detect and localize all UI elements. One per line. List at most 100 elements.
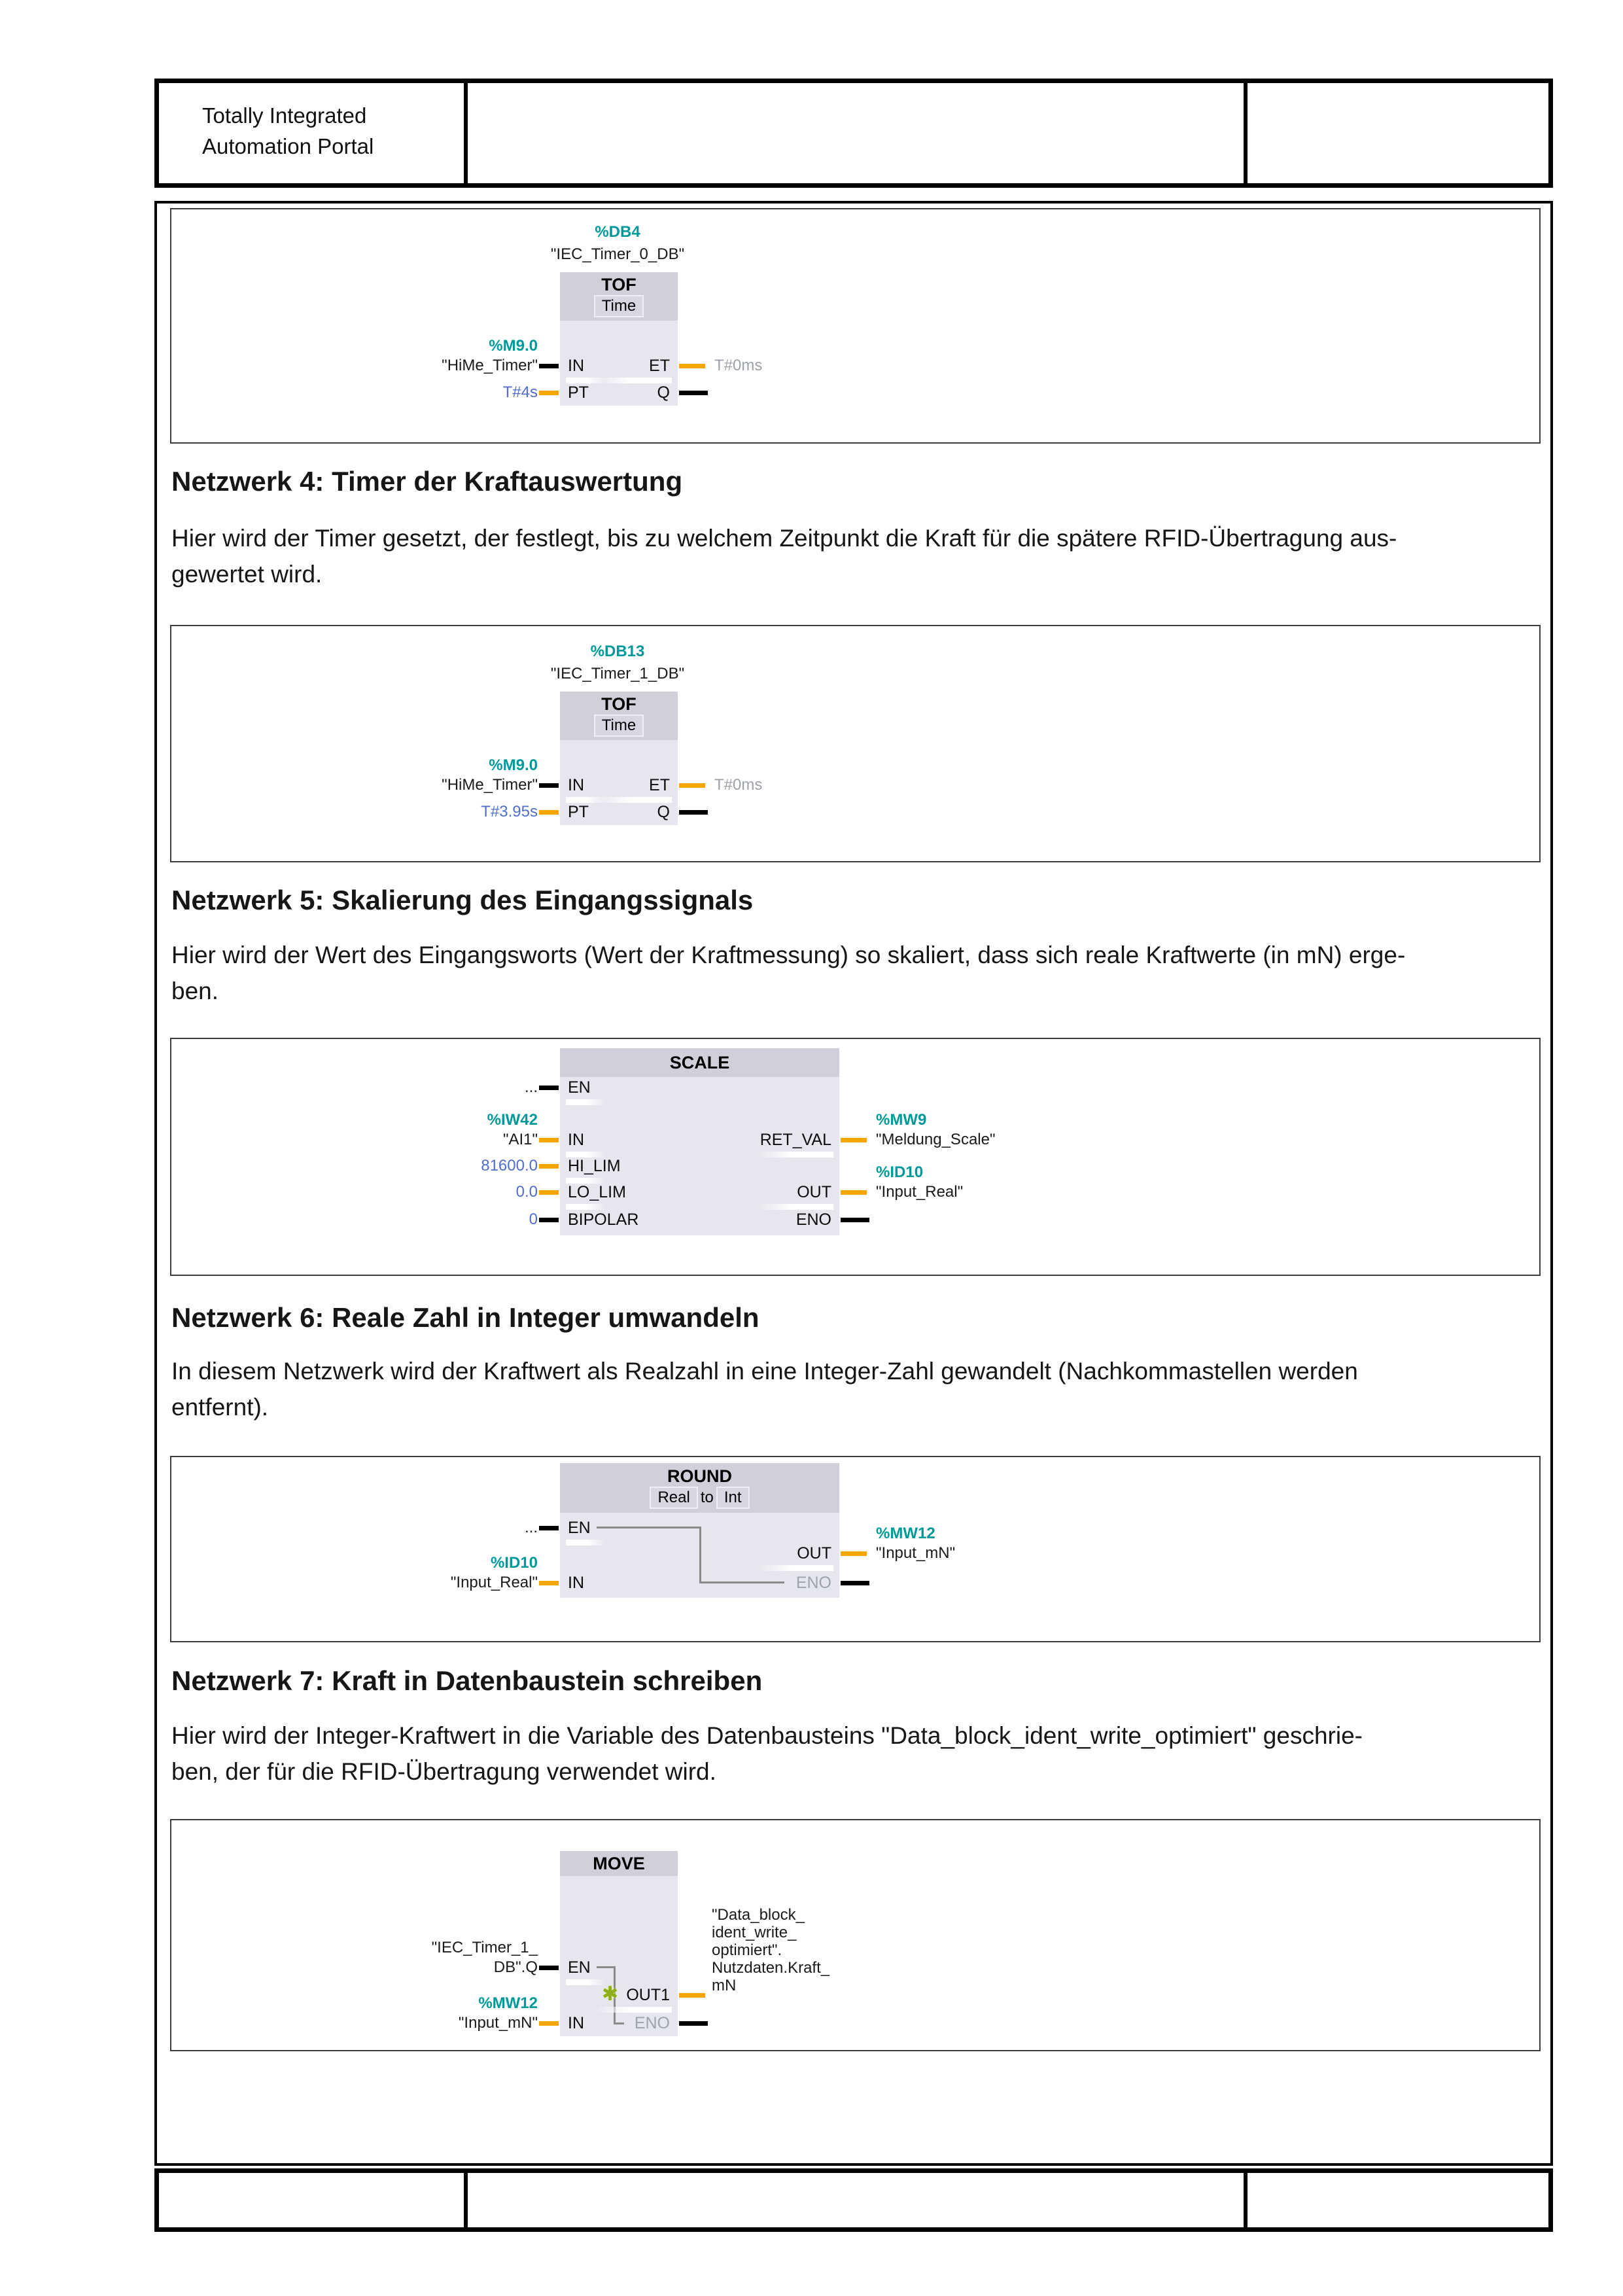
- connector-in: [539, 2021, 559, 2026]
- connector-q: [679, 810, 708, 815]
- network-4-description-line1: Hier wird der Timer gesetzt, der festleg…: [171, 525, 1397, 552]
- pin-en: EN: [566, 1078, 605, 1105]
- operand-in-name: "Input_Real": [450, 1574, 538, 1591]
- instance-name: "IEC_Timer_1_DB": [550, 665, 685, 682]
- operand-out-address: %ID10: [876, 1163, 924, 1181]
- connector-en: [539, 1526, 559, 1530]
- connector-out: [841, 1190, 867, 1195]
- pin-ret-val: RET_VAL: [758, 1131, 834, 1157]
- block-data-type: Time: [593, 715, 644, 737]
- network-6-description-line1: In diesem Netzwerk wird der Kraftwert al…: [171, 1358, 1358, 1385]
- pin-lo-lim: LO_LIM: [566, 1183, 626, 1210]
- operand-in-address: %ID10: [490, 1554, 538, 1572]
- connector-eno: [841, 1218, 869, 1222]
- operand-out-name: "Input_Real": [876, 1183, 964, 1201]
- connector-en: [539, 1966, 559, 1970]
- db-address: %DB4: [595, 223, 640, 241]
- operand-in-address: %MW12: [478, 1994, 538, 2012]
- block-data-type: Time: [593, 295, 644, 317]
- connector-in: [539, 364, 559, 368]
- connector-in: [539, 783, 559, 788]
- fbd-block-move: MOVE EN IN OUT1 ENO ✱: [560, 1851, 678, 2036]
- connector-lo-lim: [539, 1190, 559, 1195]
- fbd-block-tof: TOF Time IN PT ET Q: [560, 692, 678, 825]
- logo-line-2: Automation Portal: [202, 134, 374, 158]
- en-eno-route-line-end: [699, 1581, 784, 1583]
- connector-en: [539, 1086, 559, 1090]
- pin-pt: PT: [568, 803, 589, 821]
- operand-out-line2: ident_write_: [712, 1924, 797, 1941]
- pin-in: IN: [568, 1574, 584, 1592]
- network-5-description: Hier wird der Wert des Eingangsworts (We…: [171, 937, 1405, 1009]
- operand-ret-name: "Meldung_Scale": [876, 1131, 996, 1148]
- fbd-block-scale: SCALE EN IN HI_LIM LO_LIM BIPOLAR RET_VA…: [560, 1048, 839, 1235]
- network-6-description: In diesem Netzwerk wird der Kraftwert al…: [171, 1353, 1358, 1425]
- insert-output-icon: ✱: [602, 1983, 619, 2005]
- block-title: SCALE: [669, 1053, 730, 1072]
- operand-en-value: ...: [524, 1078, 538, 1096]
- block-type-to: Int: [716, 1487, 750, 1509]
- pin-pt: PT: [568, 383, 589, 402]
- pin-eno: ENO: [795, 1574, 831, 1592]
- pin-q: Q: [657, 383, 670, 402]
- operand-et-value: T#0ms: [714, 776, 763, 794]
- connector-hi-lim: [539, 1164, 559, 1169]
- connector-et: [679, 364, 705, 368]
- operand-in-name: "HiMe_Timer": [442, 776, 538, 794]
- pin-in: IN: [566, 1131, 605, 1157]
- operand-out-line1: "Data_block_: [712, 1906, 805, 1924]
- operand-in-address: %M9.0: [489, 756, 538, 774]
- block-type-from: Real: [650, 1487, 698, 1509]
- pin-in: IN: [566, 357, 605, 383]
- pin-eno: ENO: [795, 1210, 831, 1229]
- operand-in-address: %M9.0: [489, 337, 538, 355]
- network-7-heading: Netzwerk 7: Kraft in Datenbaustein schre…: [171, 1665, 763, 1696]
- connector-q: [679, 391, 708, 395]
- connector-et: [679, 783, 705, 788]
- pin-in: IN: [566, 776, 605, 803]
- network-5-description-line2: ben.: [171, 978, 219, 1004]
- footer-cell-middle: [468, 2173, 1248, 2227]
- footer-cell-right: [1248, 2173, 1548, 2227]
- operand-out-line4: Nutzdaten.Kraft_: [712, 1959, 830, 1977]
- header-cell-right: [1248, 83, 1548, 183]
- operand-bipolar: 0: [529, 1210, 538, 1228]
- network-6-heading: Netzwerk 6: Reale Zahl in Integer umwand…: [171, 1302, 759, 1333]
- operand-lo-lim: 0.0: [515, 1183, 538, 1201]
- operand-en-line2: DB".Q: [493, 1958, 538, 1976]
- operand-pt-value: T#4s: [502, 383, 538, 401]
- pin-q: Q: [657, 803, 670, 821]
- pin-in: IN: [568, 2014, 584, 2032]
- connector-out: [841, 1551, 867, 1556]
- pin-en: EN: [566, 1958, 605, 1985]
- tia-portal-logo-text: Totally Integrated Automation Portal: [159, 83, 464, 162]
- connector-in: [539, 1138, 559, 1142]
- operand-in-name: "Input_mN": [458, 2014, 538, 2032]
- network-box-move: MOVE EN IN OUT1 ENO ✱ "IEC_Timer_1_ DB".…: [170, 1819, 1541, 2051]
- footer-cell-left: [159, 2173, 468, 2227]
- connector-pt: [539, 810, 559, 815]
- pin-out: OUT: [758, 1544, 833, 1571]
- network-box-tof-db13: %DB13 "IEC_Timer_1_DB" TOF Time IN PT ET…: [170, 625, 1541, 862]
- fbd-block-header: TOF Time: [560, 272, 678, 321]
- network-5-heading: Netzwerk 5: Skalierung des Eingangssigna…: [171, 885, 754, 915]
- operand-en-line1: "IEC_Timer_1_: [431, 1939, 538, 1956]
- pin-eno: ENO: [634, 2014, 670, 2032]
- block-title: TOF: [601, 694, 637, 714]
- block-title: ROUND: [667, 1466, 732, 1486]
- network-7-description-line1: Hier wird der Integer-Kraftwert in die V…: [171, 1722, 1363, 1749]
- instance-name: "IEC_Timer_0_DB": [550, 245, 685, 263]
- operand-ret-address: %MW9: [876, 1111, 927, 1129]
- pin-out1: OUT1: [597, 1986, 672, 2013]
- en-eno-route-line-end: [614, 2022, 624, 2024]
- operand-out-address: %MW12: [876, 1525, 935, 1542]
- operand-in-address: %IW42: [487, 1111, 538, 1129]
- block-title: TOF: [601, 275, 637, 294]
- pin-et: ET: [597, 357, 672, 383]
- header-cell-middle: [468, 83, 1248, 183]
- footer-table: [154, 2168, 1553, 2232]
- pin-et: ET: [597, 776, 672, 803]
